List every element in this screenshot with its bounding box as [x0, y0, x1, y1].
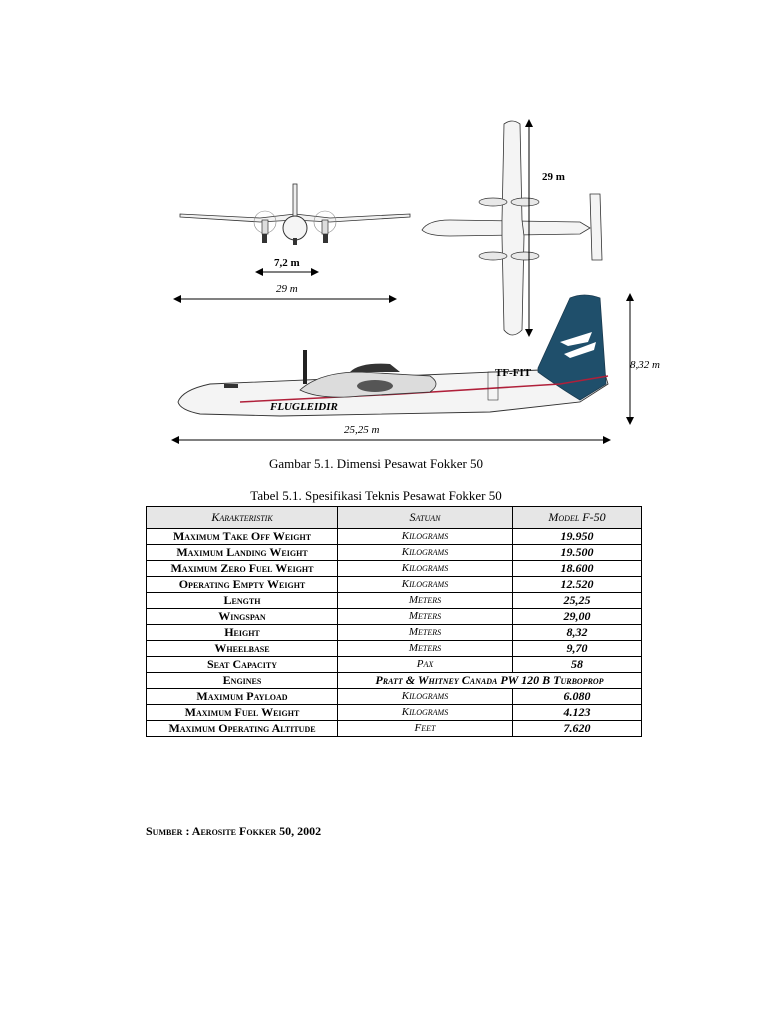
table-row: Length Meters 25,25 — [146, 592, 642, 609]
table-row: Operating Empty Weight Kilograms 12.520 — [146, 576, 642, 593]
table-header-row: Karakteristik Satuan Model F-50 — [146, 506, 642, 529]
table-row: Maximum Operating Altitude Feet 7.620 — [146, 720, 642, 737]
header-satuan: Satuan — [337, 506, 513, 529]
header-model: Model F-50 — [512, 506, 642, 529]
row-unit: Meters — [337, 624, 513, 641]
track-dimension-label: 7,2 m — [274, 257, 300, 269]
specification-table: Karakteristik Satuan Model F-50 Maximum … — [146, 506, 642, 737]
row-value: 6.080 — [512, 688, 642, 705]
row-unit: Kilograms — [337, 528, 513, 545]
row-unit: Meters — [337, 608, 513, 625]
table-row: Maximum Payload Kilograms 6.080 — [146, 688, 642, 705]
row-unit: Meters — [337, 640, 513, 657]
figure-caption: Gambar 5.1. Dimensi Pesawat Fokker 50 — [268, 456, 484, 471]
row-label: Height — [146, 624, 338, 641]
row-value: 58 — [512, 656, 642, 673]
table-caption: Tabel 5.1. Spesifikasi Teknis Pesawat Fo… — [250, 488, 502, 503]
top-view-aircraft — [421, 119, 603, 337]
length-dimension-label: 25,25 m — [344, 424, 380, 436]
row-engines-value: Pratt & Whitney Canada PW 120 B Turbopro… — [337, 672, 642, 689]
row-value: 19.950 — [512, 528, 642, 545]
table-row: Engines Pratt & Whitney Canada PW 120 B … — [146, 672, 642, 689]
row-unit: Kilograms — [337, 544, 513, 561]
table-row: Maximum Fuel Weight Kilograms 4.123 — [146, 704, 642, 721]
registration-mark: TF-FIT — [495, 367, 532, 379]
row-value: 7.620 — [512, 720, 642, 737]
row-unit: Kilograms — [337, 688, 513, 705]
row-label: Maximum Payload — [146, 688, 338, 705]
row-value: 9,70 — [512, 640, 642, 657]
row-value: 19.500 — [512, 544, 642, 561]
table-row: Maximum Take Off Weight Kilograms 19.950 — [146, 528, 642, 545]
row-label: Wheelbase — [146, 640, 338, 657]
table-row: Maximum Landing Weight Kilograms 19.500 — [146, 544, 642, 561]
row-unit: Pax — [337, 656, 513, 673]
row-label: Operating Empty Weight — [146, 576, 338, 593]
row-label: Maximum Zero Fuel Weight — [146, 560, 338, 577]
row-label: Maximum Operating Altitude — [146, 720, 338, 737]
row-label: Length — [146, 592, 338, 609]
front-view-aircraft — [173, 183, 411, 303]
livery-text: FLUGLEIDIR — [269, 401, 338, 413]
tail-fin — [537, 294, 607, 401]
row-unit: Kilograms — [337, 560, 513, 577]
header-karakteristik: Karakteristik — [146, 506, 338, 529]
row-label: Seat Capacity — [146, 656, 338, 673]
row-label: Maximum Take Off Weight — [146, 528, 338, 545]
row-label: Maximum Landing Weight — [146, 544, 338, 561]
row-label: Wingspan — [146, 608, 338, 625]
row-unit: Kilograms — [337, 576, 513, 593]
table-row: Seat Capacity Pax 58 — [146, 656, 642, 673]
row-unit: Meters — [337, 592, 513, 609]
row-value: 4.123 — [512, 704, 642, 721]
table-row: Wingspan Meters 29,00 — [146, 608, 642, 625]
row-value: 8,32 — [512, 624, 642, 641]
row-value: 18.600 — [512, 560, 642, 577]
propeller — [303, 350, 307, 384]
row-unit: Kilograms — [337, 704, 513, 721]
table-row: Wheelbase Meters 9,70 — [146, 640, 642, 657]
table-row: Height Meters 8,32 — [146, 624, 642, 641]
front-span-dimension-label: 29 m — [276, 283, 298, 295]
source-note: Sumber : Aerosite Fokker 50, 2002 — [146, 824, 322, 838]
table-row: Maximum Zero Fuel Weight Kilograms 18.60… — [146, 560, 642, 577]
row-label: Maximum Fuel Weight — [146, 704, 338, 721]
livery-stripe — [239, 375, 609, 403]
height-dimension-label: 8,32 m — [630, 359, 660, 371]
row-label: Engines — [146, 672, 338, 689]
aircraft-three-view-figure: 7,2 m 29 m 29 m TF-FIT FLUGLEIDIR 8,32 m… — [171, 119, 660, 444]
row-value: 12.520 — [512, 576, 642, 593]
side-view-aircraft — [171, 293, 634, 444]
row-value: 29,00 — [512, 608, 642, 625]
top-span-dimension-label: 29 m — [542, 171, 565, 183]
row-unit: Feet — [337, 720, 513, 737]
row-value: 25,25 — [512, 592, 642, 609]
